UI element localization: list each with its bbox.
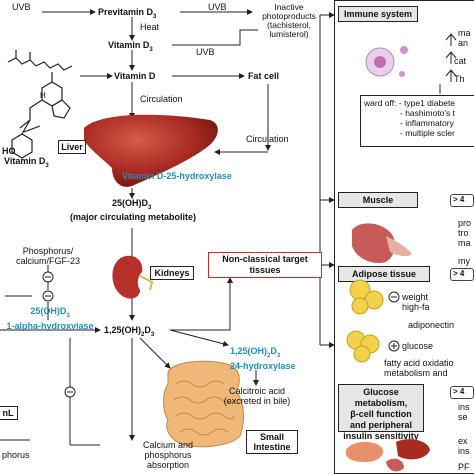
nl-label-box: nL [0,406,18,420]
glucose-text-3: ex [458,436,468,446]
glucose-text-5: PF [458,462,470,472]
glucose-text-4: ins [458,446,470,456]
ward-off-box: ward off: - type1 diabete - hashimoto's … [360,95,474,147]
ho-label: HO [2,146,16,156]
kidneys-label: Kidneys [150,266,194,280]
uvb-label-2: UVB [208,2,227,12]
glucose-metabolism-header: Glucose metabolism,β-cell function and p… [338,384,424,441]
uvb-label-1: UVB [12,2,31,12]
25ohd3-label: 25(OH)D3 [112,198,152,211]
immune-text-3: cat [454,56,467,66]
1-alpha-hydroxylase-label: 25(OH)D3 1-alpha-hydroxylase [6,306,94,331]
major-circulating-label: (major circulating metabolite) [70,212,197,222]
adipose-text-2: high-fa [402,302,430,312]
fat-cell-label: Fat cell [248,71,280,81]
immune-text-2: an [458,38,469,48]
adipose-text-3: adiponectin [408,320,455,330]
vitamin-d3-label: Vitamin D3 [108,40,153,53]
immune-text-1: ma [458,28,471,38]
circulation-label-1: Circulation [140,94,183,104]
phosphorus-calcium-fgf23-label: Phosphorus/calcium/FGF-23 [16,246,81,266]
adipose-text-1: weight [402,292,429,302]
glucose-text-2: se [458,412,468,422]
calcitriol-label: 1,25(OH)2D3 [104,325,155,338]
vitamin-d-25-hydroxylase-label: Vitamin D-25-hydroxylase [122,171,232,181]
24-hydroxylase-label: 1,25(OH)2D3 24-hydroxylase [230,346,296,371]
immune-text-4: Th [454,74,465,84]
uvb-label-3: UVB [196,47,215,57]
muscle-header: Muscle [338,192,418,208]
adipose-text-4: glucose [402,341,434,351]
adipose-text-6: metabolism and [384,368,448,378]
svg-text:H: H [40,91,46,100]
vitamin-d-label: Vitamin D [114,71,156,81]
liver-label: Liver [58,140,86,154]
muscle-text-4: my [458,256,470,266]
adipose-text-5: fatty acid oxidatio [384,358,454,368]
adipose-tissue-header: Adipose tissue [338,266,430,282]
phorus-label: phorus [2,450,30,460]
calcitroic-acid-label: Calcitroic acid(excreted in bile) [223,386,291,406]
muscle-text-3: ma [458,238,471,248]
previtamin-d3-label: Previtamin D3 [98,7,157,20]
immune-system-header: Immune system [338,6,418,22]
glucose-text-1: ins [458,402,470,412]
heat-label: Heat [140,22,160,32]
molecule-label: Vitamin D3 [4,156,49,169]
muscle-text-2: tro [458,228,469,238]
muscle-text-1: pro [458,218,472,228]
circulation-label-2: Circulation [246,134,289,144]
